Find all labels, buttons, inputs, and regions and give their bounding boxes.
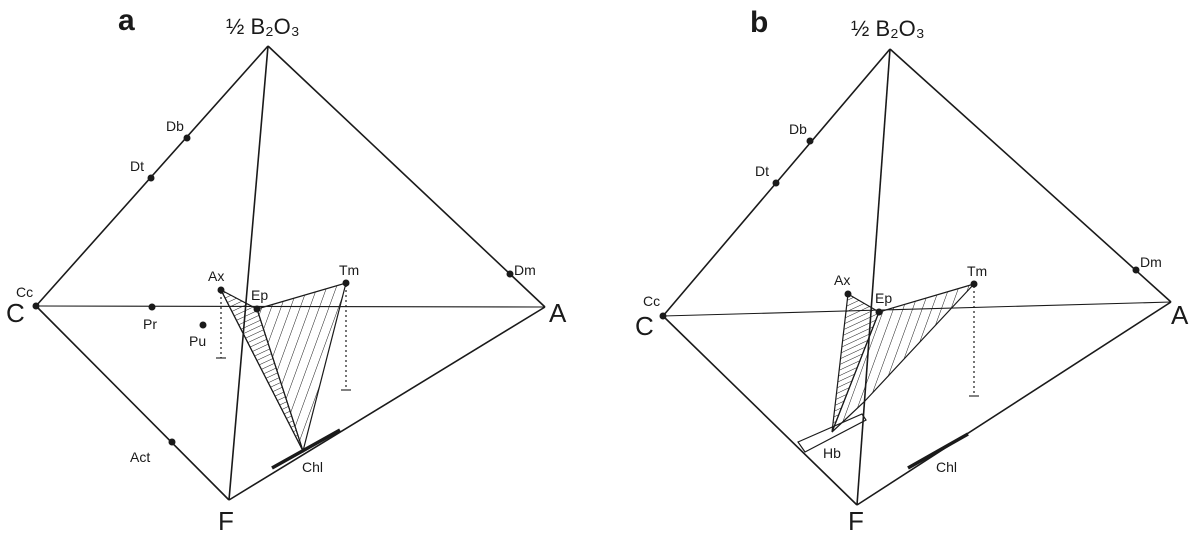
- db-point: [806, 137, 814, 145]
- hb-field: [797, 413, 867, 453]
- dm-label: Dm: [1140, 254, 1162, 270]
- vertex-c-label: C: [635, 311, 654, 341]
- vertex-c-label: C: [6, 298, 25, 328]
- tm-label: Tm: [339, 262, 359, 278]
- edge-a-f: [856, 301, 1172, 506]
- pr-point: [148, 303, 156, 311]
- tm-label: Tm: [967, 263, 987, 279]
- edge-c-f: [662, 315, 858, 506]
- cc-label: Cc: [16, 284, 33, 300]
- panel-label: a: [118, 4, 135, 37]
- ax-label: Ax: [834, 272, 850, 288]
- ax-label: Ax: [208, 268, 224, 284]
- edge-apex-a: [267, 45, 546, 308]
- edge-apex-f: [856, 48, 891, 506]
- db-point: [183, 134, 191, 142]
- cc-point: [659, 312, 667, 320]
- ax-chl-line: [220, 289, 304, 452]
- dm-point: [506, 270, 514, 278]
- act-point: [168, 438, 176, 446]
- dt-point: [147, 174, 155, 182]
- apex-label: ½ B₂O₃: [226, 14, 300, 39]
- vertex-a-label: A: [1171, 300, 1189, 330]
- apex-label: ½ B₂O₃: [851, 16, 925, 41]
- edge-c-f: [35, 305, 230, 501]
- vertex-f-label: F: [218, 506, 234, 535]
- hb-label: Hb: [823, 445, 841, 461]
- chl-label: Chl: [936, 459, 957, 475]
- chl-range: [271, 428, 341, 470]
- panel-label: b: [750, 6, 768, 39]
- ep-tm-hb-plane: [831, 282, 976, 433]
- ep-label: Ep: [251, 287, 268, 303]
- cc-point: [32, 302, 40, 310]
- ax-point: [217, 286, 225, 294]
- pu-point: [199, 321, 207, 329]
- tm-point: [970, 280, 978, 288]
- dm-label: Dm: [514, 262, 536, 278]
- db-label: Db: [789, 121, 807, 137]
- dt-point: [772, 179, 780, 187]
- panel-a: a ½ B₂O₃ C A F Cc Db Dt Dm Ax Ep Tm Pr P…: [6, 4, 567, 535]
- panel-b: b ½ B₂O₃ C A F Cc Db Dt Dm Ax Ep Tm Hb C…: [635, 6, 1189, 535]
- dt-label: Dt: [130, 158, 144, 174]
- pr-label: Pr: [143, 316, 157, 332]
- chl-label: Chl: [302, 459, 323, 475]
- ep-tm-chl-plane: [256, 282, 347, 454]
- tm-point: [342, 279, 350, 287]
- ax-point: [844, 290, 852, 298]
- pu-label: Pu: [189, 333, 206, 349]
- cc-label: Cc: [643, 293, 660, 309]
- db-label: Db: [166, 118, 184, 134]
- edge-apex-a: [889, 48, 1172, 303]
- chl-range: [907, 432, 969, 470]
- edge-a-f: [228, 306, 546, 501]
- vertex-f-label: F: [848, 506, 864, 535]
- dt-label: Dt: [755, 163, 769, 179]
- dm-point: [1132, 266, 1140, 274]
- vertex-a-label: A: [549, 298, 567, 328]
- ep-point: [875, 308, 883, 316]
- ep-label: Ep: [875, 290, 892, 306]
- edge-apex-f: [228, 45, 269, 501]
- ep-point: [253, 305, 261, 313]
- act-label: Act: [130, 449, 150, 465]
